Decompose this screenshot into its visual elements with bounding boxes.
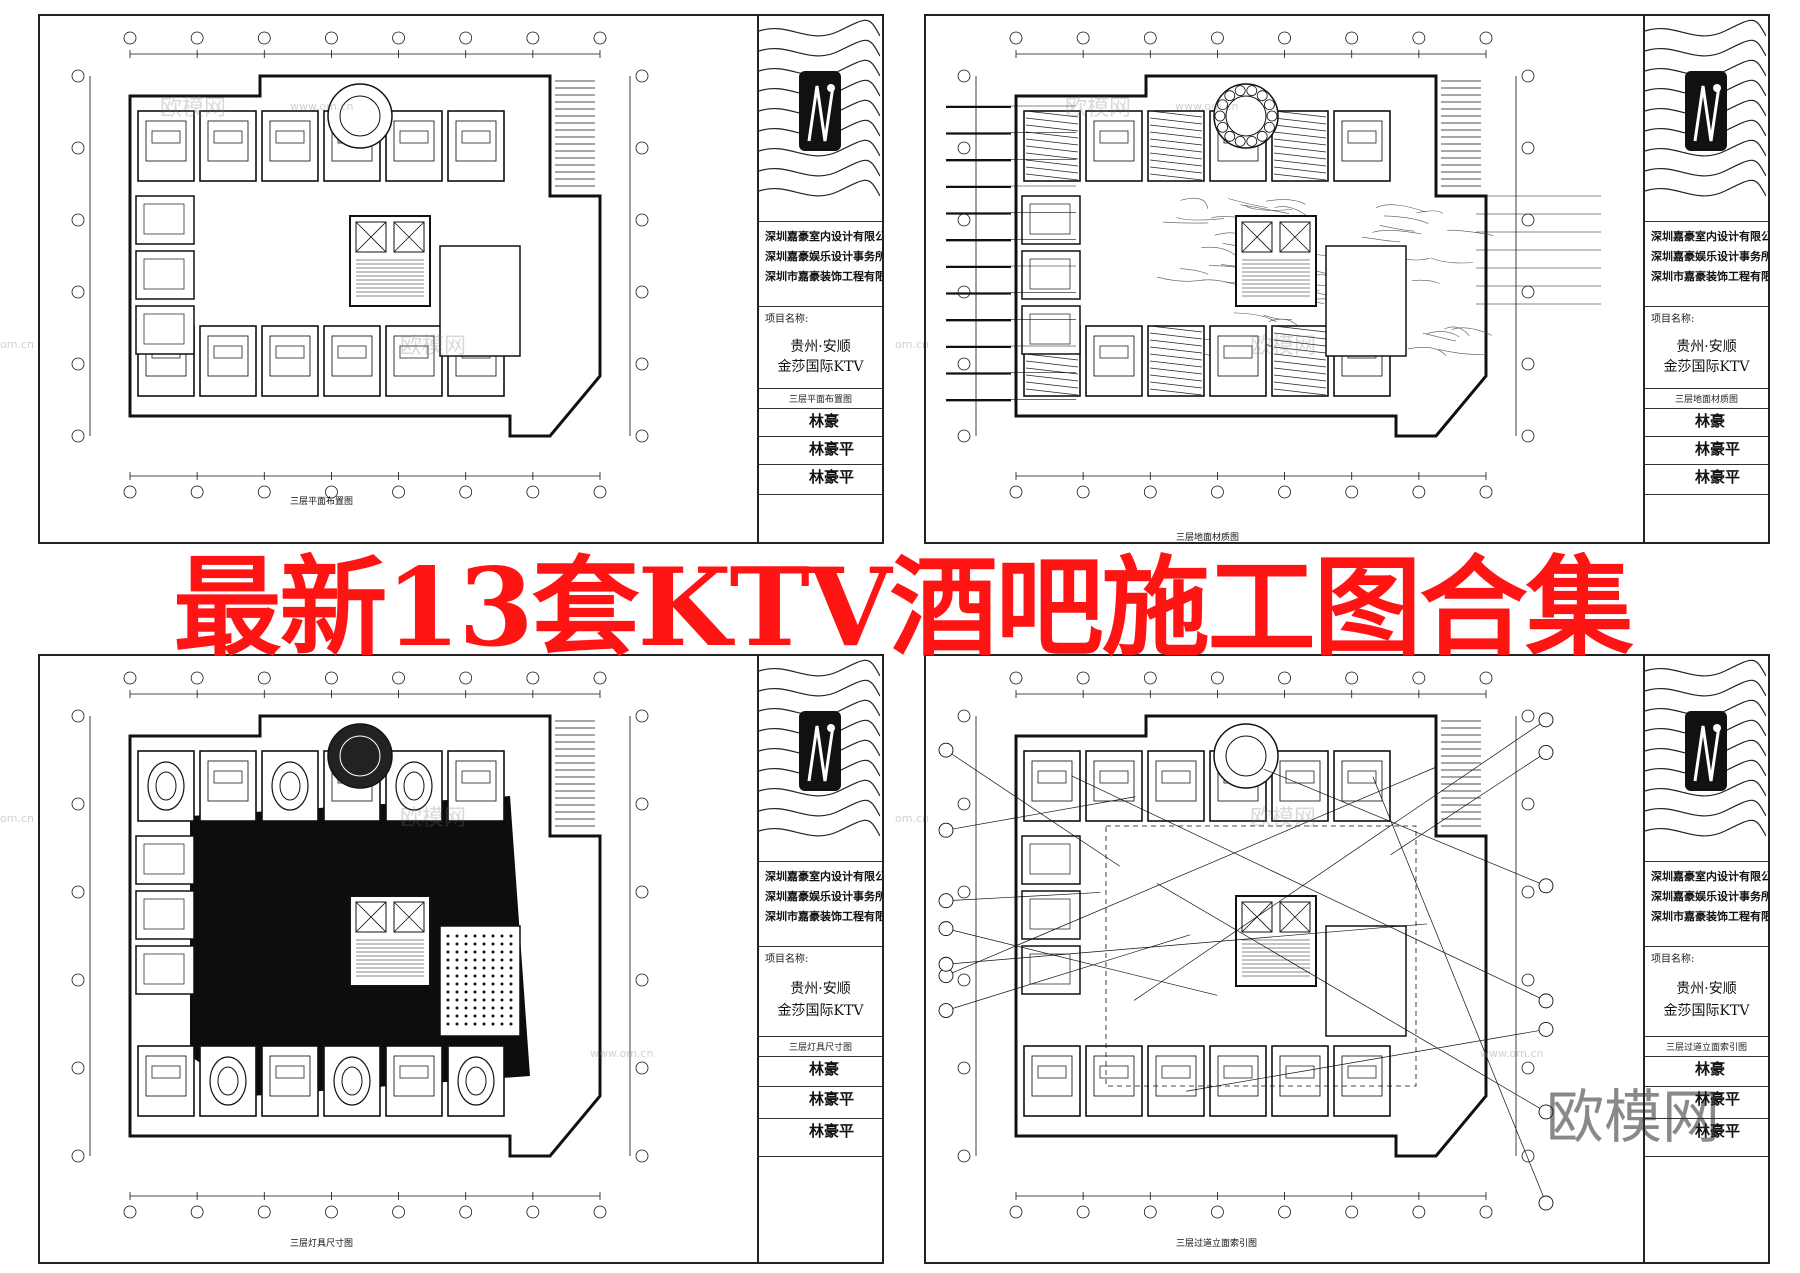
company-name-3: 深圳市嘉豪装饰工程有限公司 (765, 270, 884, 283)
company-logo (1644, 656, 1768, 862)
title-block: 深圳嘉豪室内设计有限公司 深圳嘉豪娱乐设计事务所 深圳市嘉豪装饰工程有限公司 项… (757, 656, 882, 1262)
watermark: www.om.cn (1175, 100, 1239, 113)
watermark: om.cn (895, 338, 929, 351)
floor-plan-drawing (946, 31, 1601, 499)
signature-2: 林豪平 (809, 440, 855, 458)
watermark: 欧模网 (1250, 806, 1317, 831)
watermark: www.om.cn (1480, 1047, 1544, 1060)
company-name-3: 深圳市嘉豪装饰工程有限公司 (1651, 910, 1770, 923)
company-name-1: 深圳嘉豪室内设计有限公司 (765, 870, 884, 883)
signature-1: 林豪 (1695, 1060, 1726, 1078)
signature-3: 林豪平 (809, 1122, 855, 1140)
project-location: 贵州·安顺 (790, 339, 851, 355)
headline-banner: 最新13套KTV酒吧施工图合集 (173, 545, 1633, 671)
watermark: www.om.cn (290, 100, 354, 113)
project-location: 贵州·安顺 (790, 981, 851, 997)
watermark: om.cn (0, 812, 34, 825)
watermark: 欧模网 (1250, 334, 1317, 359)
signature-1: 林豪 (809, 412, 840, 430)
drawing-sheet-bottom-left: 深圳嘉豪室内设计有限公司 深圳嘉豪娱乐设计事务所 深圳市嘉豪装饰工程有限公司 项… (38, 654, 884, 1264)
project-label: 项目名称: (765, 954, 809, 965)
drawing-sheet-top-left: 深圳嘉豪室内设计有限公司 深圳嘉豪娱乐设计事务所 深圳市嘉豪装饰工程有限公司 项… (38, 14, 884, 544)
company-name-1: 深圳嘉豪室内设计有限公司 (1651, 230, 1770, 243)
company-logo (758, 656, 882, 862)
signature-2: 林豪平 (809, 1090, 855, 1108)
company-name-3: 深圳市嘉豪装饰工程有限公司 (1651, 270, 1770, 283)
signature-1: 林豪 (1695, 412, 1726, 430)
signature-3: 林豪平 (1695, 1122, 1741, 1140)
company-name-2: 深圳嘉豪娱乐设计事务所 (1651, 890, 1770, 903)
watermark: 欧模网 (400, 334, 467, 359)
drawing-caption: 三层平面布置图 (290, 497, 354, 507)
title-block: 深圳嘉豪室内设计有限公司 深圳嘉豪娱乐设计事务所 深圳市嘉豪装饰工程有限公司 项… (1643, 656, 1768, 1262)
floor-plan-drawing (938, 671, 1554, 1219)
project-location: 贵州·安顺 (1676, 339, 1737, 355)
drawing-title: 三层灯具尺寸图 (788, 1043, 852, 1053)
drawing-sheet-top-right: 深圳嘉豪室内设计有限公司 深圳嘉豪娱乐设计事务所 深圳市嘉豪装饰工程有限公司 项… (924, 14, 1770, 544)
drawing-title: 三层地面材质图 (1674, 395, 1738, 405)
project-label: 项目名称: (1651, 954, 1695, 965)
watermark: 欧模网 (400, 806, 467, 831)
floor-plan-drawing (71, 671, 649, 1219)
signature-2: 林豪平 (1695, 1090, 1741, 1108)
watermark: 欧模网 (160, 96, 227, 121)
signature-3: 林豪平 (809, 468, 855, 486)
brand-watermark: 欧模网 (1545, 1083, 1720, 1151)
company-logo (1644, 16, 1768, 222)
signature-2: 林豪平 (1695, 440, 1741, 458)
watermark: www.om.cn (590, 1047, 654, 1060)
company-name-1: 深圳嘉豪室内设计有限公司 (1651, 870, 1770, 883)
company-name-2: 深圳嘉豪娱乐设计事务所 (765, 250, 884, 263)
company-logo (758, 16, 882, 222)
watermark: om.cn (0, 338, 34, 351)
company-name-3: 深圳市嘉豪装饰工程有限公司 (765, 910, 884, 923)
project-label: 项目名称: (1651, 314, 1695, 325)
drawing-title: 三层平面布置图 (788, 395, 852, 405)
project-name: 金莎国际KTV (777, 1003, 864, 1019)
company-name-2: 深圳嘉豪娱乐设计事务所 (765, 890, 884, 903)
signature-3: 林豪平 (1695, 468, 1741, 486)
floor-plan-drawing (71, 31, 649, 499)
title-block: 深圳嘉豪室内设计有限公司 深圳嘉豪娱乐设计事务所 深圳市嘉豪装饰工程有限公司 项… (1643, 16, 1768, 542)
watermark: om.cn (895, 812, 929, 825)
watermark: 欧模网 (1065, 96, 1132, 121)
project-label: 项目名称: (765, 314, 809, 325)
project-name: 金莎国际KTV (777, 359, 864, 375)
title-block: 深圳嘉豪室内设计有限公司 深圳嘉豪娱乐设计事务所 深圳市嘉豪装饰工程有限公司 项… (757, 16, 882, 542)
drawing-caption: 三层灯具尺寸图 (290, 1239, 354, 1249)
company-name-2: 深圳嘉豪娱乐设计事务所 (1651, 250, 1770, 263)
drawing-caption: 三层过道立面索引图 (1176, 1239, 1258, 1249)
company-name-1: 深圳嘉豪室内设计有限公司 (765, 230, 884, 243)
project-name: 金莎国际KTV (1663, 1003, 1750, 1019)
drawing-caption: 三层地面材质图 (1176, 533, 1240, 543)
drawing-sheet-bottom-right: 深圳嘉豪室内设计有限公司 深圳嘉豪娱乐设计事务所 深圳市嘉豪装饰工程有限公司 项… (924, 654, 1770, 1264)
signature-1: 林豪 (809, 1060, 840, 1078)
drawing-title: 三层过道立面索引图 (1665, 1043, 1747, 1053)
project-location: 贵州·安顺 (1676, 981, 1737, 997)
project-name: 金莎国际KTV (1663, 359, 1750, 375)
